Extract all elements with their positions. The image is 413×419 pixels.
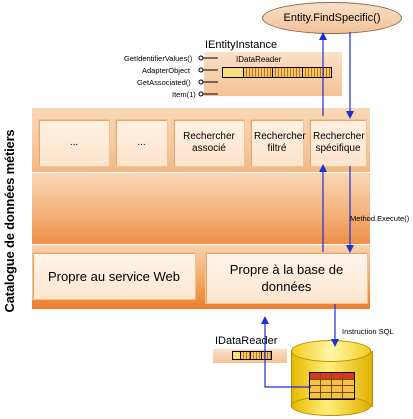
- method-card-ellipsis-1: ...: [38, 119, 110, 167]
- method-card-label: Rechercher associé: [183, 131, 235, 154]
- method-label-getidentifiervalues: GetIdentifierValues(): [124, 54, 193, 63]
- method-card-rechercher-associe: Rechercher associé: [173, 119, 245, 167]
- web-service-card: Propre au service Web: [32, 252, 196, 300]
- arrow-reader-return: [261, 316, 311, 388]
- entity-instance-title: IEntityInstance: [205, 39, 278, 51]
- method-card-label: ...: [69, 137, 79, 148]
- method-card-label: ...: [137, 137, 146, 148]
- database-card: Propre à la base de données: [205, 252, 368, 304]
- data-reader-title: IDataReader: [215, 335, 278, 347]
- middle-layer-band: [32, 172, 370, 245]
- web-service-label: Propre au service Web: [48, 268, 180, 284]
- entity-findspecific-node: Entity.FindSpecific(): [262, 2, 402, 34]
- method-card-label: Rechercher spécifique: [313, 131, 365, 154]
- database-label: Propre à la base de données: [229, 262, 344, 294]
- method-connector-dots: [198, 55, 204, 97]
- method-label-item: Item(1): [172, 90, 196, 99]
- method-execute-label: Method.Execute(): [350, 214, 410, 223]
- method-label-getassociated: GetAssociated(): [137, 78, 191, 87]
- database-table-icon: [309, 372, 355, 400]
- method-card-ellipsis-2: ...: [115, 119, 168, 167]
- method-connector-lines: [203, 57, 218, 95]
- entity-instance-reader-label: IDataReader: [236, 55, 282, 64]
- method-card-label: Rechercher filtré: [254, 131, 306, 154]
- entity-findspecific-label: Entity.FindSpecific(): [283, 12, 381, 24]
- data-reader-bar: [232, 351, 272, 360]
- sql-instruction-label: Instruction SQL: [342, 327, 394, 336]
- method-label-adapterobject: AdapterObject: [142, 66, 190, 75]
- method-card-rechercher-filtre: Rechercher filtré: [250, 119, 306, 167]
- method-card-rechercher-specifique: Rechercher spécifique: [309, 119, 367, 167]
- entity-instance-reader-bar: [222, 67, 332, 78]
